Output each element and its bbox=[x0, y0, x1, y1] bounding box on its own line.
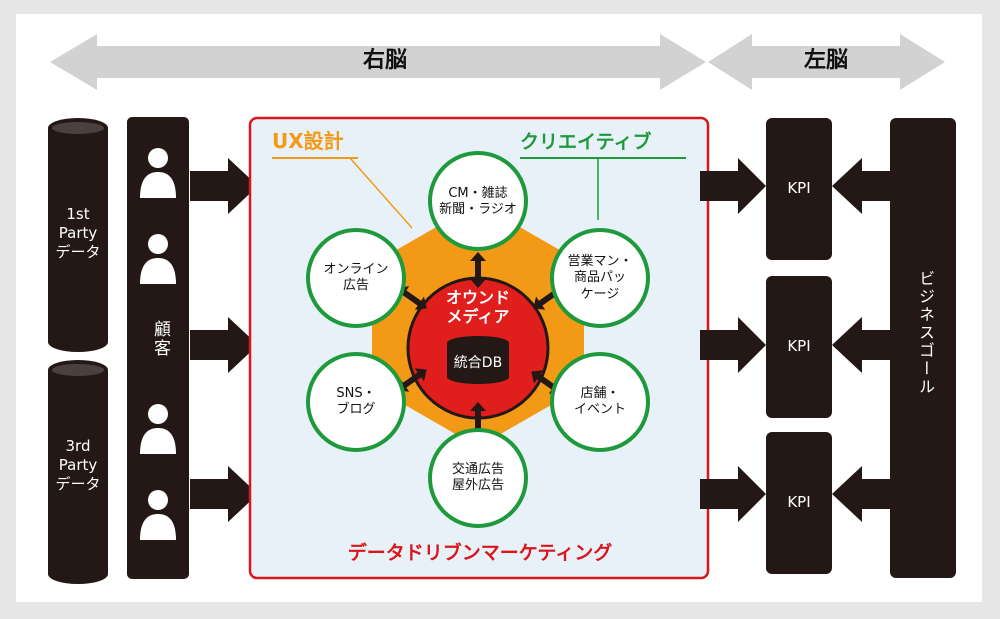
kpi-arrow bbox=[700, 158, 766, 214]
left-brain-arrow bbox=[708, 34, 945, 90]
owned-media-title: オウンド メディア bbox=[445, 288, 510, 327]
goal-arrow bbox=[832, 317, 892, 373]
left-brain-label: 左脳 bbox=[803, 48, 848, 73]
person-icon bbox=[140, 404, 176, 454]
double-arrow bbox=[397, 368, 427, 392]
goal-arrow bbox=[832, 466, 892, 522]
kpi-arrow bbox=[700, 466, 766, 522]
kpi-box bbox=[766, 118, 832, 260]
channel-circle bbox=[428, 428, 528, 528]
kpi-label: KPI bbox=[787, 179, 811, 197]
customer-arrow bbox=[190, 466, 258, 522]
kpi-label: KPI bbox=[787, 337, 811, 355]
customer-arrow bbox=[190, 317, 258, 373]
channel-label-transit: 交通広告 屋外広告 bbox=[451, 462, 504, 494]
source-cylinder-3rd bbox=[48, 360, 108, 584]
business-goal-column bbox=[890, 118, 956, 578]
channel-label-cm: CM・雑誌 新聞・ラジオ bbox=[439, 186, 517, 218]
integrated-db-icon bbox=[447, 336, 509, 384]
channel-label-sales: 営業マン・ 商品パッ ケージ bbox=[567, 254, 633, 302]
customer-label: 顧客 bbox=[150, 320, 170, 358]
right-brain-arrow bbox=[50, 34, 706, 90]
channel-label-sns: SNS・ ブログ bbox=[336, 386, 376, 418]
channel-label-store: 店舗・ イベント bbox=[573, 386, 626, 418]
kpi-arrow bbox=[700, 317, 766, 373]
double-arrow bbox=[470, 252, 486, 288]
customer-column bbox=[127, 117, 189, 579]
source-label-3rd: 3rd Party データ bbox=[55, 437, 101, 493]
person-icon bbox=[140, 234, 176, 284]
goal-arrow bbox=[832, 158, 892, 214]
channel-label-online: オンライン 広告 bbox=[323, 262, 389, 294]
channel-circle bbox=[306, 352, 406, 452]
business-goal-label: ビジネスゴール bbox=[916, 270, 935, 396]
ux-leader bbox=[349, 157, 413, 229]
data-driven-marketing-label: データドリブンマーケティング bbox=[347, 542, 613, 564]
right-brain-label: 右脳 bbox=[362, 48, 407, 73]
customer-arrow bbox=[190, 158, 258, 214]
kpi-box bbox=[766, 276, 832, 418]
source-cylinder-1st bbox=[48, 118, 108, 352]
channel-circle bbox=[550, 228, 650, 328]
integrated-db-label: 統合DB bbox=[453, 355, 503, 371]
source-label-1st: 1st Party データ bbox=[55, 205, 101, 261]
double-arrow bbox=[397, 286, 427, 310]
channel-circle bbox=[428, 151, 528, 251]
channel-circle bbox=[550, 352, 650, 452]
kpi-label: KPI bbox=[787, 493, 811, 511]
ux-design-label: UX設計 bbox=[272, 129, 344, 153]
person-icon bbox=[140, 148, 176, 198]
creative-label: クリエイティブ bbox=[520, 131, 652, 153]
kpi-box bbox=[766, 432, 832, 574]
channel-circle bbox=[306, 228, 406, 328]
person-icon bbox=[140, 490, 176, 540]
customer-figures bbox=[140, 148, 176, 540]
